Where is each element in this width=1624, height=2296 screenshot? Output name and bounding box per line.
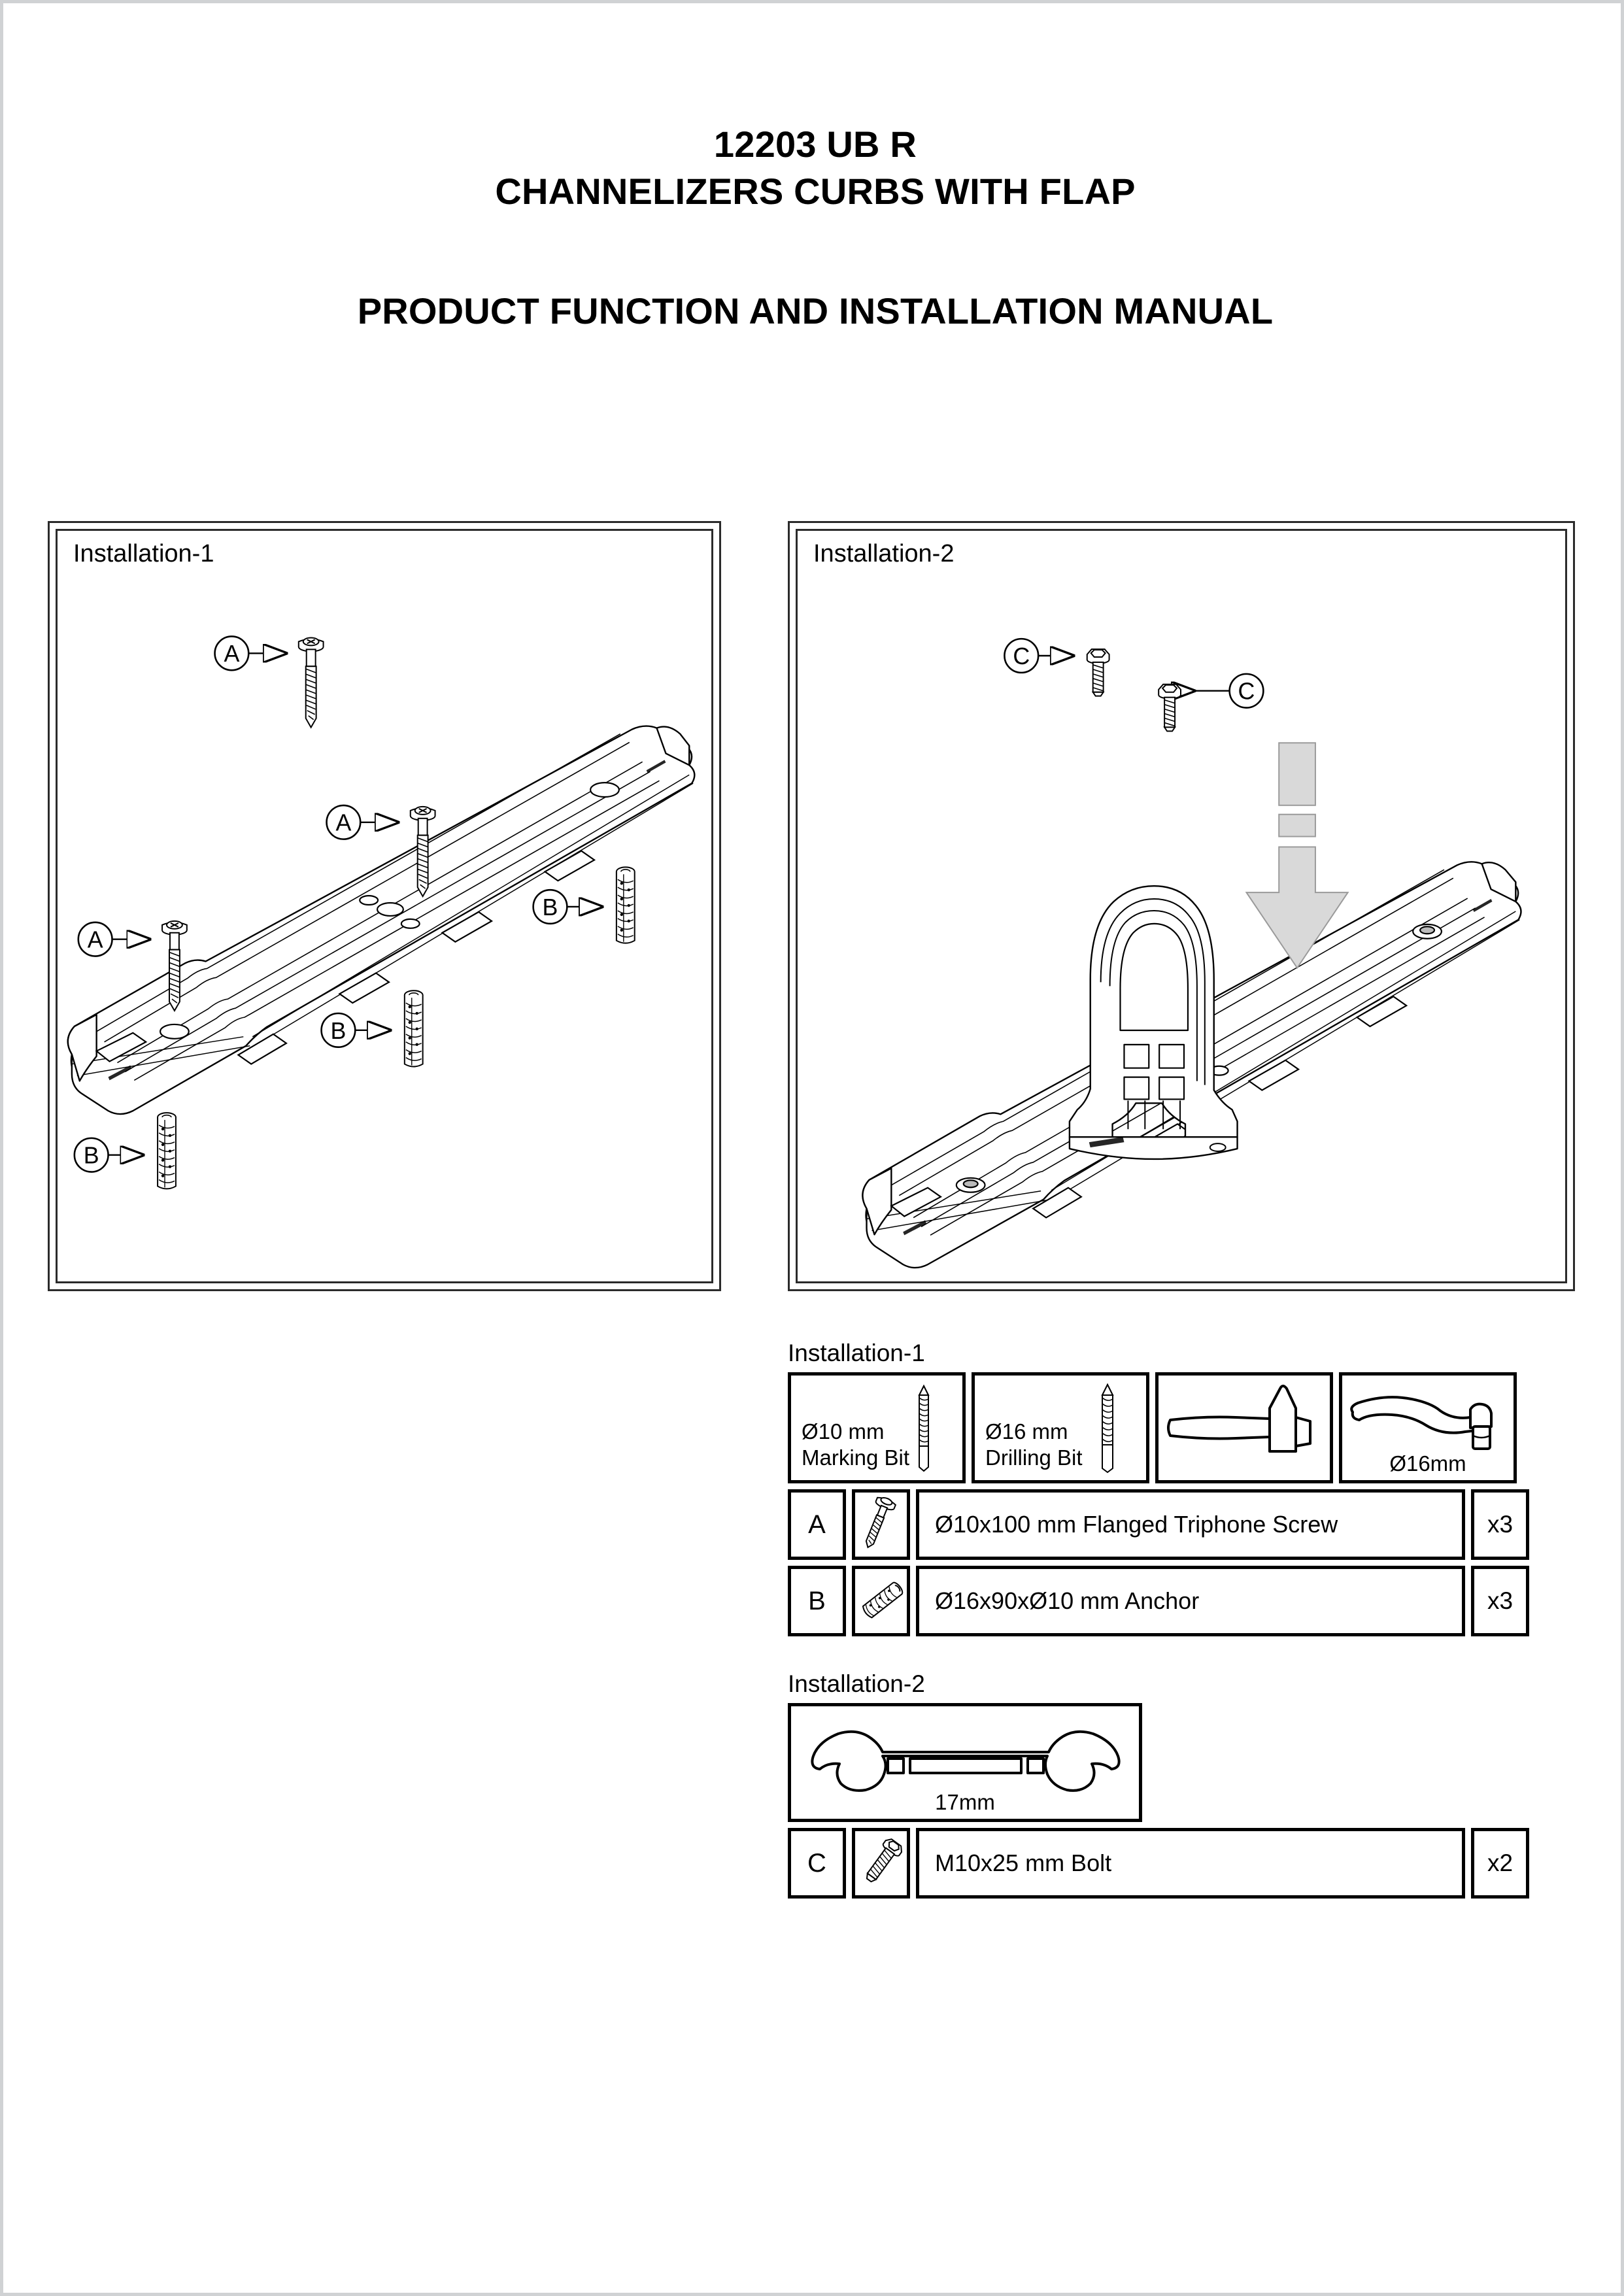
svg-text:B: B [84, 1143, 99, 1169]
document-title-block: 12203 UB R CHANNELIZERS CURBS WITH FLAP … [3, 121, 1624, 335]
callout-a-left: A [77, 920, 188, 1012]
svg-text:B: B [330, 1018, 346, 1044]
marking-bit-line1: Ø10 mm [802, 1419, 885, 1443]
callout-b-middle: B [320, 990, 424, 1068]
socket-wrench-label: Ø16mm [1389, 1451, 1466, 1476]
illustration-panel-installation-2: Installation-2 [788, 521, 1575, 1291]
marking-bit-icon [791, 1376, 962, 1480]
svg-text:A: A [335, 810, 351, 836]
part-row-c: C M1 [788, 1828, 1529, 1899]
parts-table-installation-2: Installation-2 17mm C [788, 1672, 1529, 1899]
illustration-panel-installation-1: Installation-1 [48, 521, 721, 1291]
part-row-a: A Ø1 [788, 1489, 1529, 1560]
tools-row-installation-1: Ø10 mm Marking Bit [788, 1372, 1529, 1483]
bolt-icon [852, 1828, 910, 1899]
flanged-screw-icon [852, 1489, 910, 1560]
svg-text:A: A [88, 927, 103, 953]
drilling-bit-label: Ø16 mm Drilling Bit [985, 1419, 1083, 1472]
part-qty-c: x2 [1471, 1828, 1529, 1899]
callout-b-bottom: B [73, 1112, 177, 1190]
part-row-b: B [788, 1566, 1529, 1636]
panel-label-installation-2: Installation-2 [813, 540, 955, 567]
svg-text:B: B [543, 894, 558, 920]
drilling-bit-line1: Ø16 mm [985, 1419, 1068, 1443]
panel-inner-border [796, 529, 1567, 1283]
socket-wrench-icon [1342, 1376, 1514, 1480]
parts-table-caption-installation-2: Installation-2 [788, 1670, 925, 1697]
callout-a-top: A [214, 635, 324, 728]
part-description-a: Ø10x100 mm Flanged Triphone Screw [916, 1489, 1465, 1560]
drilling-bit-icon [975, 1376, 1146, 1480]
parts-table-installation-1: Installation-1 [788, 1341, 1529, 1636]
page-title-product: CHANNELIZERS CURBS WITH FLAP [495, 170, 1136, 212]
insert-direction-arrow [1245, 742, 1349, 970]
panel-inner-border [56, 529, 713, 1283]
part-description-b: Ø16x90xØ10 mm Anchor [916, 1566, 1465, 1636]
part-qty-a: x3 [1471, 1489, 1529, 1560]
tool-cell-hammer [1155, 1372, 1333, 1483]
anchor-icon [852, 1566, 910, 1636]
tool-cell-marking-bit: Ø10 mm Marking Bit [788, 1372, 966, 1483]
svg-text:C: C [1013, 643, 1030, 669]
tools-row-installation-2: 17mm [788, 1703, 1529, 1822]
open-end-wrench-icon [791, 1706, 1139, 1819]
tool-cell-open-end-wrench: 17mm [788, 1703, 1142, 1822]
callout-a-middle: A [326, 804, 436, 898]
svg-text:C: C [1238, 679, 1255, 705]
drilling-bit-line2: Drilling Bit [985, 1445, 1083, 1470]
hammer-icon [1159, 1376, 1330, 1480]
svg-text:A: A [224, 641, 239, 667]
part-code-b: B [788, 1566, 846, 1636]
part-qty-b: x3 [1471, 1566, 1529, 1636]
panel-label-installation-1: Installation-1 [73, 540, 214, 567]
tool-cell-socket-wrench: Ø16mm [1339, 1372, 1517, 1483]
installation-2-artwork: C C [798, 531, 1565, 1281]
callout-c-right: C [1158, 673, 1264, 732]
callout-c-left: C [1004, 637, 1110, 697]
part-code-a: A [788, 1489, 846, 1560]
page-title-model: 12203 UB R [713, 124, 917, 165]
marking-bit-label: Ø10 mm Marking Bit [802, 1419, 909, 1472]
page-title-manual: PRODUCT FUNCTION AND INSTALLATION MANUAL [357, 290, 1274, 332]
open-end-wrench-label: 17mm [935, 1790, 995, 1814]
tool-cell-drilling-bit: Ø16 mm Drilling Bit [972, 1372, 1149, 1483]
part-code-c: C [788, 1828, 846, 1899]
parts-table-caption-installation-1: Installation-1 [788, 1340, 925, 1366]
installation-1-artwork: A A A [58, 531, 711, 1281]
marking-bit-line2: Marking Bit [802, 1445, 910, 1470]
callout-b-right: B [532, 866, 635, 944]
part-description-c: M10x25 mm Bolt [916, 1828, 1465, 1899]
flap-post-artwork [1068, 885, 1238, 1160]
